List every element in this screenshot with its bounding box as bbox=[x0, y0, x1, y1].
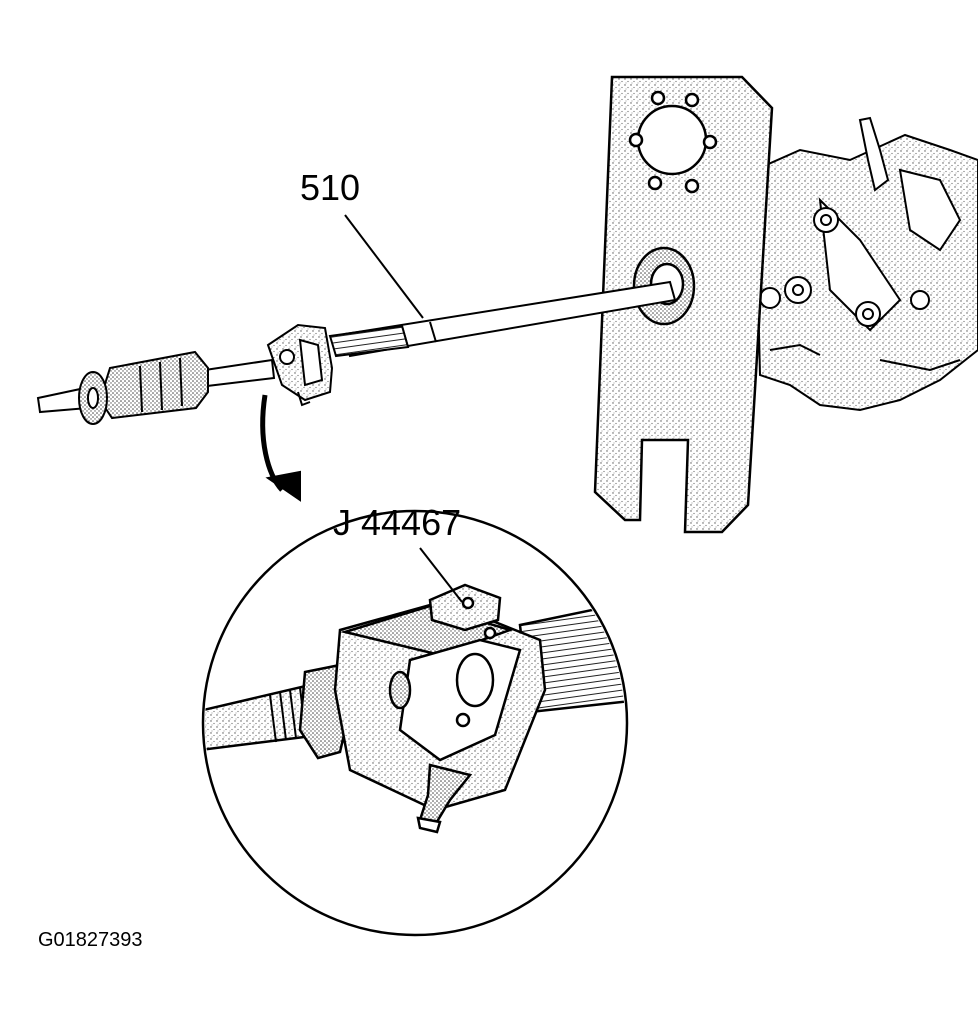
detail-arrow bbox=[260, 394, 301, 502]
leader-line-510 bbox=[344, 214, 424, 319]
detail-view bbox=[205, 583, 625, 834]
transmission-case bbox=[753, 116, 978, 412]
cable-adjuster-small bbox=[266, 323, 334, 407]
mounting-plate bbox=[593, 75, 774, 534]
callout-510: 510 bbox=[300, 167, 361, 208]
shaft-510 bbox=[328, 280, 677, 358]
callout-j44467: J 44467 bbox=[333, 502, 462, 543]
figure-id: G01827393 bbox=[38, 929, 143, 951]
leader-line-j44467 bbox=[419, 547, 463, 603]
cable-boot bbox=[36, 350, 276, 425]
